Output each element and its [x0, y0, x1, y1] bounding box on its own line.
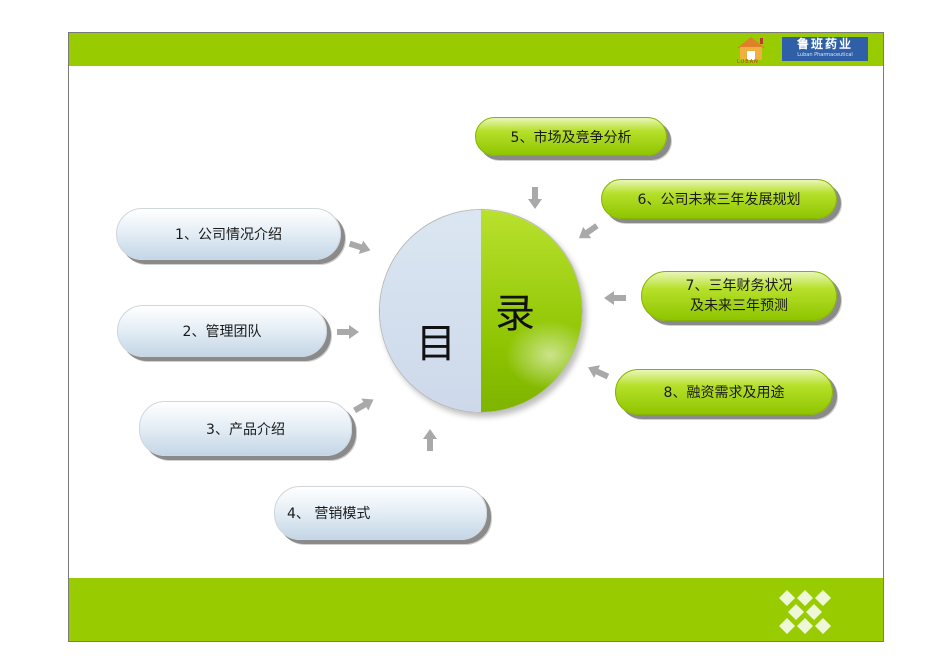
arrow-icon [337, 325, 359, 339]
toc-item-label: 8、融资需求及用途 [663, 385, 785, 401]
brand-name: 鲁班药业 [796, 37, 853, 51]
toc-item-4[interactable]: 4、 营销模式 [274, 486, 487, 540]
toc-item-label: 6、公司未来三年发展规划 [637, 192, 801, 208]
arrow-icon [352, 398, 374, 414]
company-logo-icon [737, 37, 765, 60]
footer-bar [69, 578, 883, 641]
toc-item-5[interactable]: 5、市场及竞争分析 [475, 117, 667, 156]
slide: LUBAN 鲁班药业 Luban Pharmaceutical 目 录 1、公司… [68, 32, 884, 642]
toc-title-right: 录 [495, 291, 535, 337]
toc-item-1[interactable]: 1、公司情况介绍 [116, 208, 341, 260]
arrow-icon [604, 291, 626, 305]
toc-title-left: 目 [416, 321, 456, 367]
toc-item-label: 1、公司情况介绍 [175, 227, 282, 243]
toc-item-2[interactable]: 2、管理团队 [117, 305, 327, 357]
diamond-pattern-icon [779, 590, 831, 634]
circle-highlight [505, 320, 582, 390]
toc-item-label: 5、市场及竞争分析 [510, 129, 632, 146]
toc-item-label-line1: 7、三年财务状况 [685, 278, 793, 294]
toc-item-6[interactable]: 6、公司未来三年发展规划 [601, 179, 837, 219]
arrow-icon [578, 223, 599, 239]
toc-item-7[interactable]: 7、三年财务状况 及未来三年预测 [641, 271, 837, 321]
brand-logo: 鲁班药业 Luban Pharmaceutical [782, 37, 868, 61]
toc-item-label-line2: 及未来三年预测 [690, 298, 788, 314]
toc-item-3[interactable]: 3、产品介绍 [139, 401, 352, 456]
logo-mark-caption: LUBAN [737, 59, 759, 65]
toc-circle: 目 录 [379, 209, 583, 413]
circle-left-half [380, 210, 481, 412]
arrow-icon [348, 240, 371, 254]
toc-item-label: 2、管理团队 [182, 324, 262, 340]
arrow-icon [588, 365, 610, 380]
toc-item-label: 4、 营销模式 [287, 506, 371, 522]
arrow-icon [423, 429, 437, 451]
arrow-icon [528, 187, 542, 209]
toc-item-label: 3、产品介绍 [206, 421, 285, 438]
brand-english-name: Luban Pharmaceutical [797, 52, 853, 58]
toc-item-8[interactable]: 8、融资需求及用途 [615, 369, 833, 415]
